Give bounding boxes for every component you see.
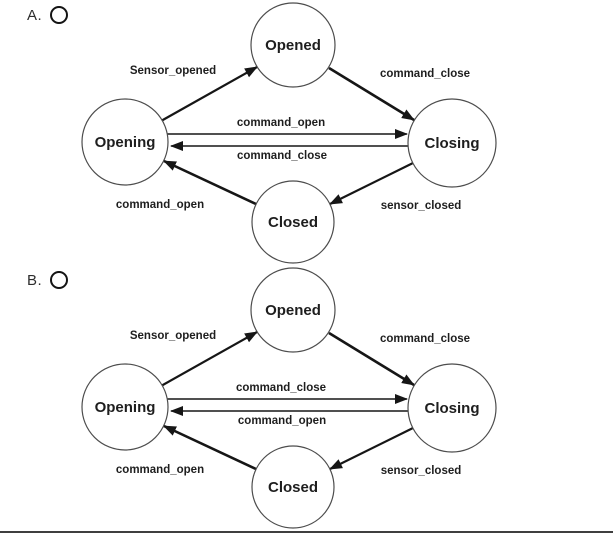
transition-arrow-closed-opening [163, 159, 257, 206]
bottom-border [0, 531, 613, 533]
transition-label-command-close-upper: command_close [380, 333, 470, 345]
transition-label-command-close-upper: command_close [380, 68, 470, 80]
option-a: A. Sensor_opened command_close command_o… [0, 0, 613, 265]
state-node-closing [407, 98, 497, 188]
state-label-closing: Closing [425, 400, 480, 417]
state-label-closing: Closing [425, 135, 480, 152]
transition-arrow-opening-opened [160, 331, 258, 387]
state-label-opening: Opening [95, 134, 156, 151]
transition-label-horizontal-top: command_open [237, 117, 325, 129]
state-node-opening [81, 98, 169, 186]
transition-label-horizontal-top: command_close [236, 382, 326, 394]
option-a-label: A. [27, 6, 43, 24]
option-b-radio[interactable] [50, 271, 69, 289]
transition-arrow-opened-closing [328, 331, 415, 387]
option-b-label: B. [27, 271, 43, 289]
transition-arrow-closed-opening [163, 424, 257, 471]
transition-arrow-opening-opened [160, 66, 258, 122]
state-diagram-b: Sensor_opened command_close command_clos… [81, 267, 497, 529]
state-node-opened [250, 2, 336, 88]
state-label-closed: Closed [268, 214, 318, 231]
state-label-opened: Opened [265, 37, 321, 54]
transition-label-command-open-lower: command_open [116, 464, 204, 476]
transition-label-sensor-opened: Sensor_opened [130, 65, 216, 77]
option-b-choice: B. [27, 271, 69, 289]
transition-arrow-closing-closed [329, 427, 414, 470]
option-a-choice: A. [27, 6, 69, 24]
state-node-closed [251, 180, 335, 264]
transition-label-horizontal-bottom: command_close [237, 150, 327, 162]
state-label-opening: Opening [95, 399, 156, 416]
state-label-closed: Closed [268, 479, 318, 496]
transition-label-sensor-closed: sensor_closed [381, 200, 462, 212]
state-node-closed [251, 445, 335, 529]
transition-arrow-opened-closing [328, 66, 415, 122]
transition-arrow-closing-closed [329, 162, 414, 205]
transition-label-horizontal-bottom: command_open [238, 415, 326, 427]
option-a-radio[interactable] [50, 6, 69, 24]
state-diagram-a: Sensor_opened command_close command_open… [81, 2, 497, 264]
state-node-closing [407, 363, 497, 453]
transition-label-command-open-lower: command_open [116, 199, 204, 211]
transition-label-sensor-closed: sensor_closed [381, 465, 462, 477]
state-node-opening [81, 363, 169, 451]
state-node-opened [250, 267, 336, 353]
option-b: B. Sensor_opened command_close command_c… [0, 265, 613, 531]
transition-label-sensor-opened: Sensor_opened [130, 330, 216, 342]
state-label-opened: Opened [265, 302, 321, 319]
